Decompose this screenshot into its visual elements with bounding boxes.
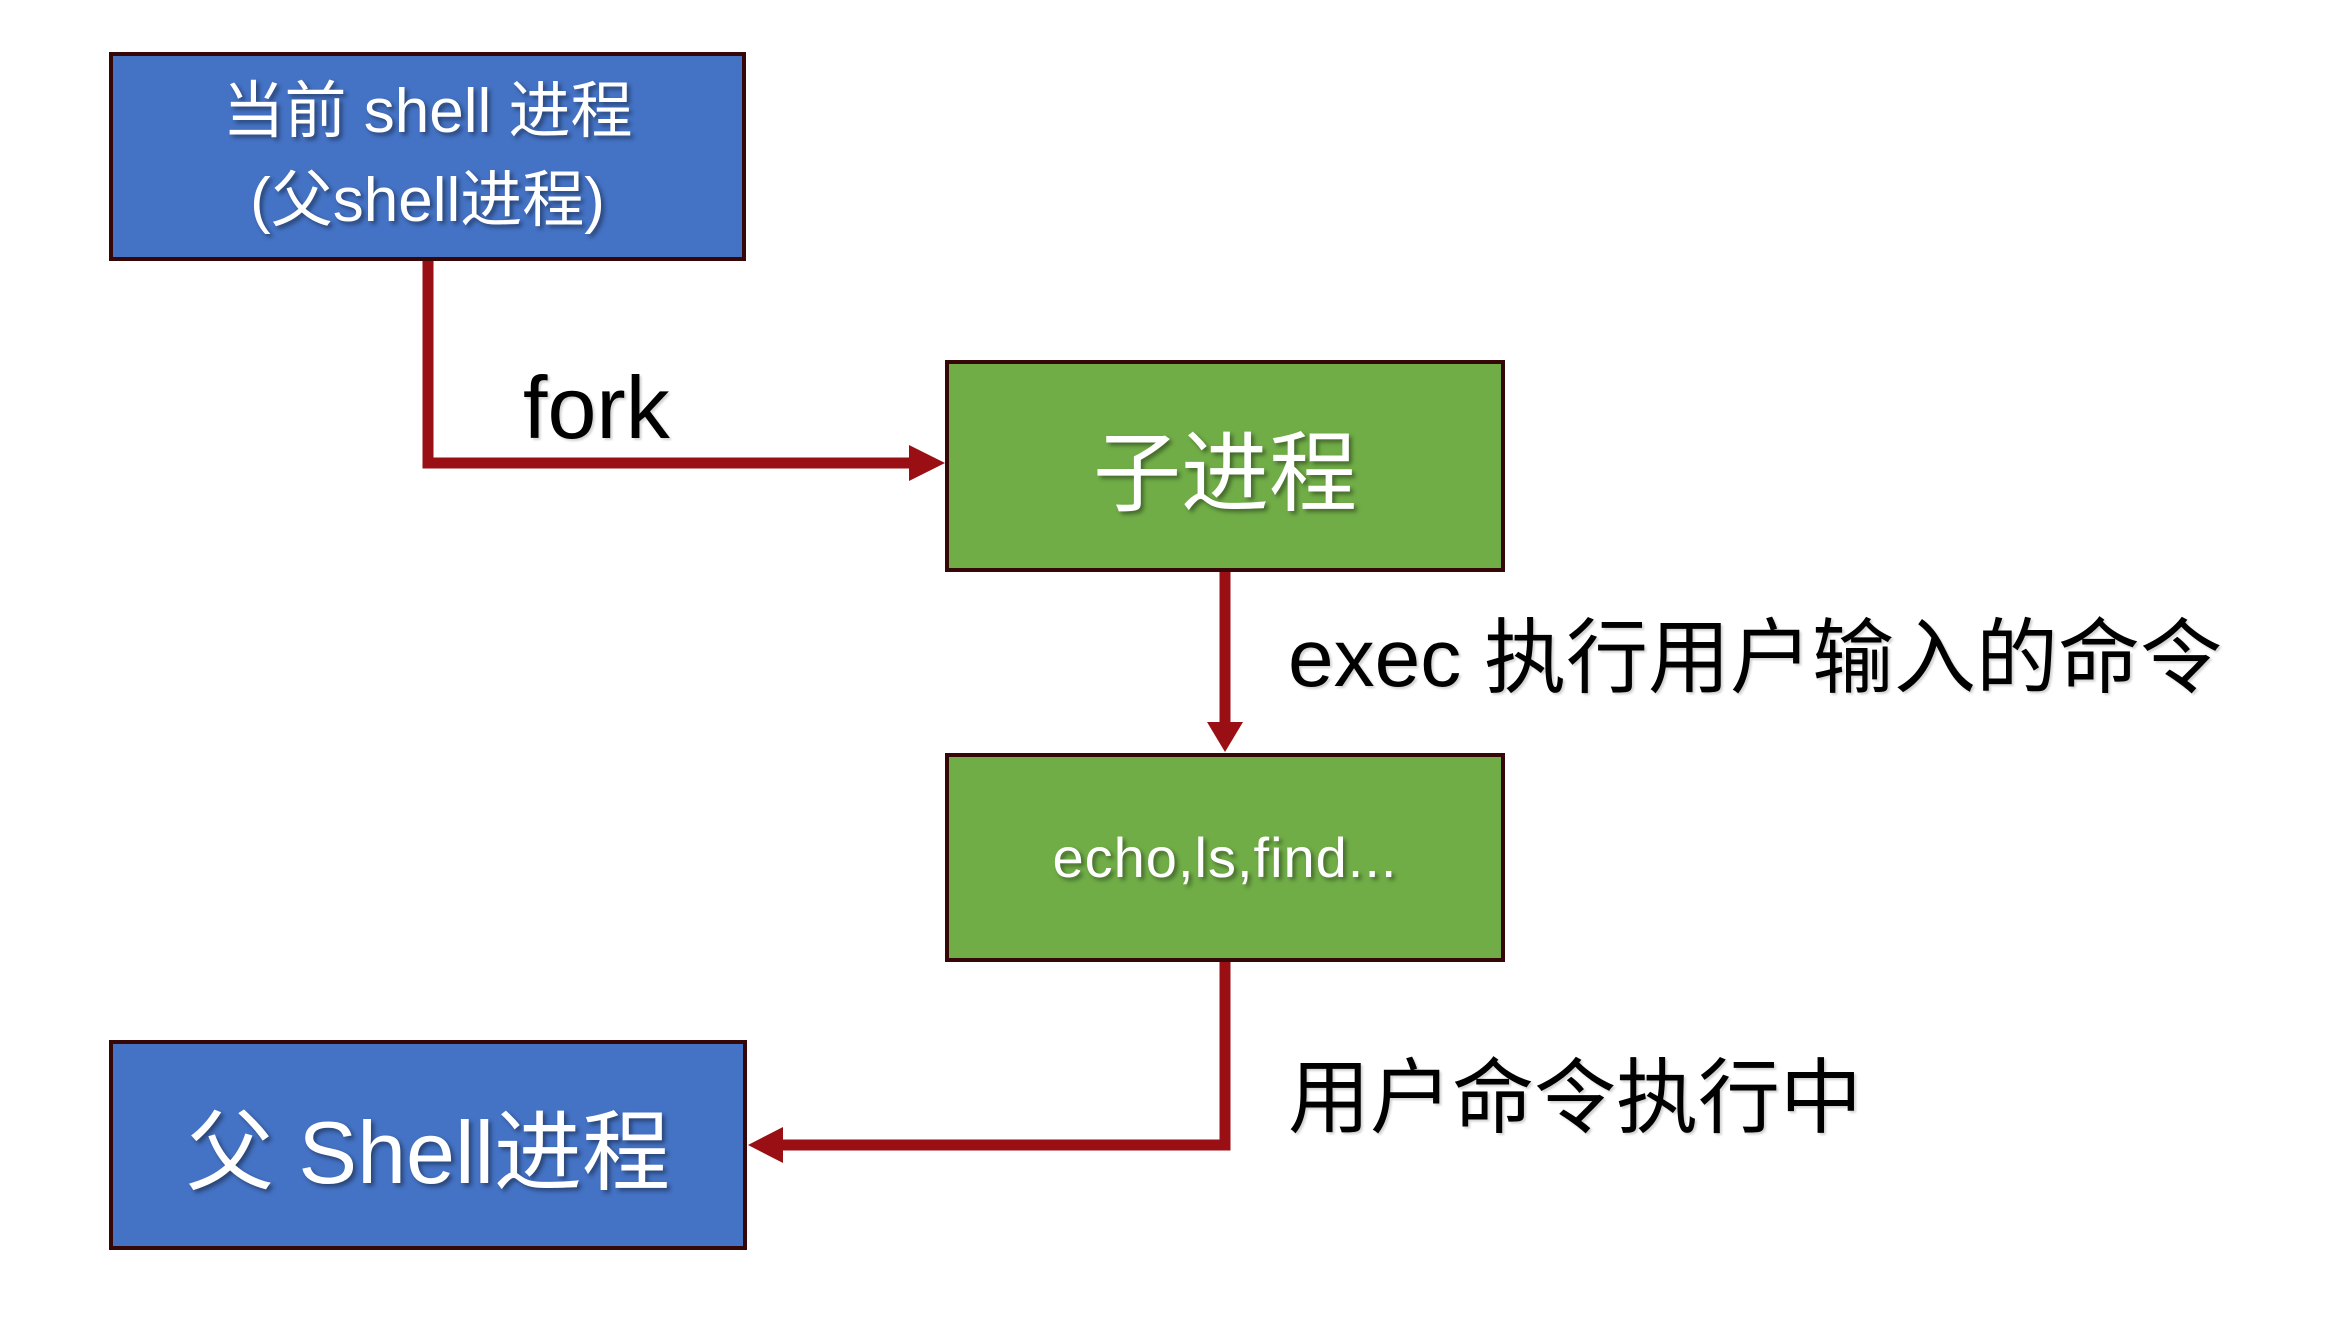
exec-arrow: [1207, 572, 1243, 752]
node-current-shell-line2: (父shell进程): [250, 165, 605, 235]
edge-label-exec: exec 执行用户输入的命令: [1288, 613, 2222, 704]
fork-arrow: [422, 261, 945, 481]
node-child-process-label: 子进程: [1092, 423, 1357, 523]
edge-label-fork: fork: [523, 358, 670, 457]
node-parent-shell-label: 父 Shell进程: [185, 1102, 671, 1202]
node-user-commands: echo,ls,find...: [945, 753, 1505, 962]
return-arrowhead-icon: [748, 1127, 783, 1163]
fork-arrowhead-icon: [909, 445, 945, 481]
node-user-commands-label: echo,ls,find...: [1052, 826, 1398, 889]
node-current-shell: 当前 shell 进程 (父shell进程): [109, 52, 746, 261]
node-child-process: 子进程: [945, 360, 1505, 572]
return-arrow: [748, 962, 1231, 1163]
node-current-shell-line1: 当前 shell 进程: [222, 77, 633, 147]
node-parent-shell: 父 Shell进程: [109, 1040, 747, 1250]
exec-arrowhead-icon: [1207, 722, 1243, 752]
edge-label-running: 用户命令执行中: [1288, 1053, 1863, 1144]
